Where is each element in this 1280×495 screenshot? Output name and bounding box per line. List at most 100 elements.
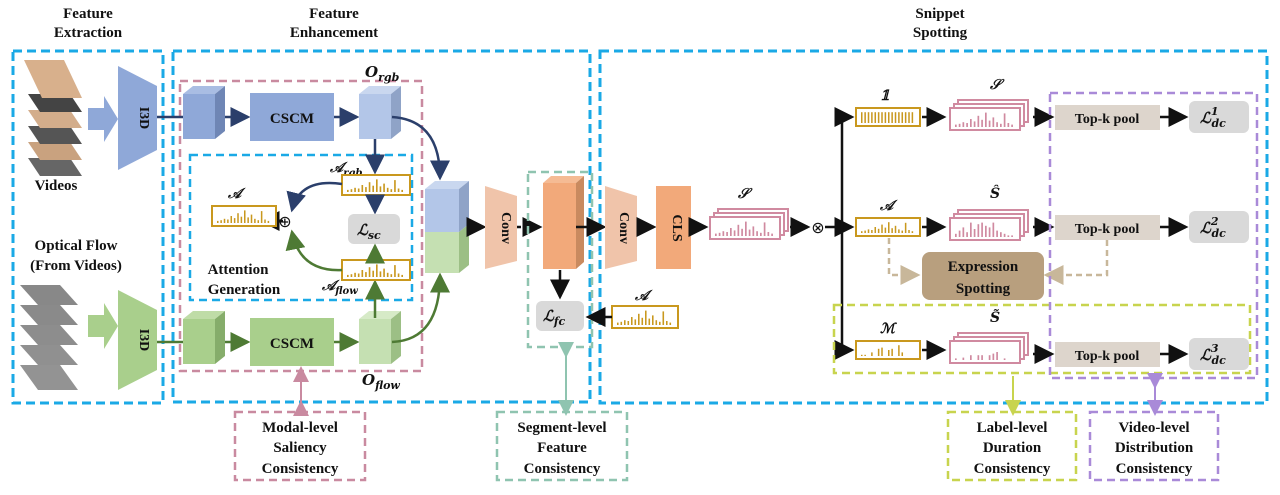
vector-bar	[871, 352, 873, 356]
cscm-rgb-label: CSCM	[270, 111, 314, 127]
vector-bar	[401, 189, 404, 192]
vector-bar	[767, 232, 770, 236]
attention-generation-box	[188, 153, 414, 302]
score-stack-row-1	[949, 99, 1029, 131]
vector-bar	[247, 217, 249, 223]
modal-consistency-line-1: Modal-level	[262, 420, 338, 436]
vector-bar	[745, 221, 747, 236]
vector-bar	[881, 112, 883, 123]
vector-bar	[771, 233, 773, 236]
i3d-flow-label: I3D	[136, 329, 151, 352]
vector-bar	[877, 348, 880, 356]
flow-input-arrow	[88, 303, 118, 349]
vector-bar	[981, 222, 983, 237]
topk-pool-1-label: Top-k pool	[1075, 112, 1140, 127]
modal-consistency-line-2: Saliency	[273, 440, 327, 456]
vector-bar	[877, 112, 880, 123]
vector-bar	[861, 112, 863, 123]
vector-frame	[949, 340, 1021, 364]
vector-bar	[881, 347, 883, 356]
vector-bar	[977, 355, 980, 360]
video-consistency-box	[1088, 410, 1220, 482]
vector-bar	[631, 317, 633, 325]
vector-bar	[898, 345, 900, 356]
vector-bar	[254, 218, 256, 223]
vector-bar	[394, 180, 396, 192]
vector-bar	[962, 122, 965, 127]
vector-bar	[901, 112, 904, 123]
vector-bar	[756, 231, 758, 236]
arrow-a-to-expression	[887, 238, 921, 285]
vector-bar	[1007, 123, 1010, 127]
vector-bar	[741, 228, 743, 236]
flow-feature-cube	[183, 311, 225, 364]
vector-bar	[763, 222, 766, 236]
o-flow-cube	[359, 311, 401, 364]
vector-bar	[977, 115, 980, 127]
vector-bar	[368, 267, 371, 277]
vector-bar	[973, 229, 976, 237]
vector-bar	[641, 317, 644, 325]
cscm-flow-block	[250, 318, 334, 366]
vector-bar	[726, 232, 728, 236]
vector-bar	[1000, 232, 1002, 237]
section-title-spotting-2: Spotting	[913, 25, 968, 41]
arrow-a-rgb-to-sum	[286, 181, 343, 213]
vector-bar	[394, 265, 396, 277]
vector-bar	[1003, 233, 1006, 237]
vector-bar	[888, 222, 890, 233]
vector-bar	[891, 348, 893, 356]
vector-bar	[620, 321, 623, 325]
modal-consistency-line-3: Consistency	[262, 461, 339, 477]
o-rgb-label: Orgb	[365, 63, 400, 84]
vector-bar	[884, 227, 887, 233]
section-title-enhancement-1: Feature	[309, 6, 359, 22]
vector-bar	[891, 112, 893, 123]
vector-bar	[397, 188, 400, 192]
label-consistency-line-1: Label-level	[977, 420, 1048, 436]
vector-bar	[257, 220, 260, 223]
vector-bar	[368, 182, 371, 192]
score-stack-row-2	[949, 209, 1029, 241]
vector-bar	[645, 310, 647, 325]
vector-bar	[966, 232, 968, 237]
vector-bar	[350, 189, 353, 192]
vector-bar	[996, 352, 998, 360]
loss-sc-box	[348, 214, 400, 244]
vector-bar	[864, 230, 866, 233]
topk-pool-3-label: Top-k pool	[1075, 349, 1140, 364]
vector-bar	[379, 186, 382, 192]
vector-bar	[372, 185, 375, 192]
vector-bar	[867, 112, 870, 123]
section-title-extraction-2: Extraction	[54, 25, 123, 41]
vector-bar	[217, 220, 219, 223]
o-flow-label: Oflow	[362, 371, 400, 392]
vector-bar	[988, 355, 991, 360]
vector-bar	[908, 112, 910, 123]
vector-bar	[365, 272, 367, 277]
vector-bar	[970, 119, 972, 127]
vector-bar	[733, 230, 736, 236]
vector-bar	[233, 218, 236, 223]
vector-bar	[390, 274, 393, 277]
vector-bar	[864, 112, 866, 123]
vector-bar	[386, 187, 389, 192]
vector-bar	[888, 112, 890, 123]
vector-bar	[992, 222, 995, 237]
cls-block	[656, 186, 691, 269]
vector-bar	[973, 121, 976, 127]
vector-bar	[627, 321, 630, 325]
vector-bar	[874, 227, 877, 233]
vector-bar	[659, 321, 661, 325]
vector-bar	[357, 188, 360, 192]
vector-bar	[867, 229, 870, 233]
a-fused-label: 𝒜	[227, 186, 246, 202]
vector-bar	[223, 218, 226, 223]
vector-bar	[638, 313, 640, 325]
videos-label: Videos	[35, 178, 78, 194]
vector-bar	[354, 272, 356, 277]
s-cls-label: 𝒮	[737, 186, 753, 202]
topk-pool-3	[1055, 342, 1160, 367]
a-segment-label: 𝒜	[634, 288, 653, 304]
one-label: 𝟙	[880, 88, 890, 104]
